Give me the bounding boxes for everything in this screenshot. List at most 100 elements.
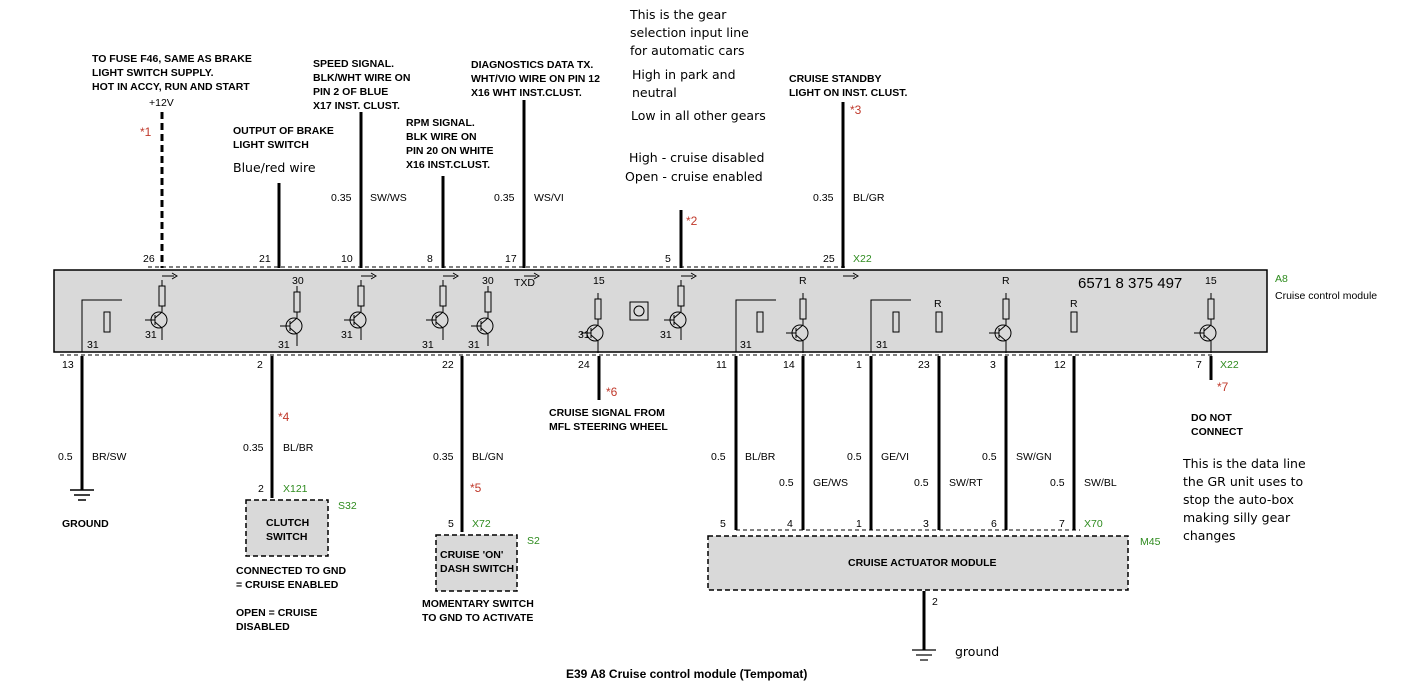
dash-switch-box [435, 534, 518, 592]
wire-gauge: 0.35 [243, 442, 264, 454]
ground-icon [912, 649, 936, 661]
actuator-pin: 6 [991, 518, 997, 530]
actuator-pin: 5 [720, 518, 726, 530]
wire-color: SW/WS [370, 192, 407, 204]
wire-gauge: 0.35 [494, 192, 515, 204]
clutch-connector: X121 [283, 483, 308, 495]
bottom-pin-number: 7 [1196, 359, 1202, 371]
wire-color: WS/VI [534, 192, 564, 204]
int-label: 30 [292, 275, 304, 287]
gear-state-line: High - cruise disabled [629, 150, 764, 165]
actuator-pin: 7 [1059, 518, 1065, 530]
top-pin-number: 5 [665, 253, 671, 265]
marker-5: *5 [470, 481, 482, 495]
actuator-pin: 3 [923, 518, 929, 530]
wire-color: BL/BR [745, 451, 776, 463]
bottom-pin-number: 24 [578, 359, 590, 371]
bottom-pin-number: 22 [442, 359, 454, 371]
clutch-tag: S32 [338, 500, 357, 512]
int-label: 31 [422, 339, 434, 351]
dash-connector: X72 [472, 518, 491, 530]
bottom-pin-number: 12 [1054, 359, 1066, 371]
wire-color: BL/BR [283, 442, 314, 454]
ground-icon [70, 489, 94, 501]
actuator-tag: M45 [1140, 536, 1161, 548]
data-line-note: making silly gear [1183, 510, 1291, 525]
int-label: 31 [278, 339, 290, 351]
pin-17-note: DIAGNOSTICS DATA TX.WHT/VIO WIRE ON PIN … [471, 59, 600, 99]
gear-state-line: Open - cruise enabled [625, 169, 763, 184]
bottom-pin-number: 3 [990, 359, 996, 371]
bottom-pin-number: 1 [856, 359, 862, 371]
clutch-switch-box [245, 499, 329, 557]
gear-state-line: Low in all other gears [631, 108, 766, 123]
wire-color: GE/VI [881, 451, 909, 463]
int-label: 31 [660, 329, 672, 341]
int-label: 15 [1205, 275, 1217, 287]
top-pin-number: 17 [505, 253, 517, 265]
int-label: 31 [468, 339, 480, 351]
wire-gauge: 0.35 [813, 192, 834, 204]
wire-gauge: 0.5 [58, 451, 73, 463]
bottom-pin-number: 2 [257, 359, 263, 371]
pin-26-supply: +12V [149, 97, 174, 109]
top-pin-number: 26 [143, 253, 155, 265]
actuator-name: CRUISE ACTUATOR MODULE [848, 557, 997, 569]
top-pin-number: 25 [823, 253, 835, 265]
wire-gauge: 0.5 [847, 451, 862, 463]
wire-color: SW/GN [1016, 451, 1052, 463]
dash-switch-name: CRUISE 'ON'DASH SWITCH [440, 549, 514, 575]
actuator-pin: 4 [787, 518, 793, 530]
clutch-note: CONNECTED TO GND= CRUISE ENABLED [236, 565, 346, 591]
wire-gauge: 0.5 [1050, 477, 1065, 489]
gear-note-line: selection input line [630, 25, 749, 40]
marker-4: *4 [278, 410, 290, 424]
int-label: 31 [876, 339, 888, 351]
int-label: 31 [740, 339, 752, 351]
marker-1: *1 [140, 125, 152, 139]
data-line-note: changes [1183, 528, 1236, 543]
actuator-box [707, 535, 1129, 591]
actuator-connector: X70 [1084, 518, 1103, 530]
module-name: Cruise control module [1275, 290, 1377, 302]
int-label: R [799, 275, 807, 287]
wire-gauge: 0.5 [779, 477, 794, 489]
marker-2: *2 [686, 214, 698, 228]
bottom-pin-number: 11 [716, 359, 727, 371]
actuator-ground-label: ground [955, 644, 999, 659]
wire-color: SW/RT [949, 477, 983, 489]
wire-gauge: 0.35 [331, 192, 352, 204]
actuator-pin: 1 [856, 518, 862, 530]
bottom-pin-number: 13 [62, 359, 74, 371]
marker-6: *6 [606, 385, 618, 399]
marker-3: *3 [850, 103, 862, 117]
wire-gauge: 0.5 [982, 451, 997, 463]
part-number: 6571 8 375 497 [1078, 275, 1182, 292]
internal-circuit-symbols [81, 272, 1217, 353]
connector-bottom-label: X22 [1220, 359, 1239, 371]
data-line-note: This is the data line [1182, 456, 1306, 471]
int-label: R [1070, 298, 1078, 310]
diagram-title: E39 A8 Cruise control module (Tempomat) [566, 667, 807, 681]
bottom-pin-number: 23 [918, 359, 930, 371]
module-box [53, 269, 1268, 353]
wire-color: BL/GR [853, 192, 885, 204]
wire-color: BL/GN [472, 451, 504, 463]
gear-note-line: This is the gear [629, 7, 727, 22]
wire-color: BR/SW [92, 451, 127, 463]
dash-pin: 5 [448, 518, 454, 530]
int-label: 15 [593, 275, 605, 287]
int-label: 31 [87, 339, 99, 351]
wire-gauge: 0.5 [711, 451, 726, 463]
gear-state-line: High in park and [632, 67, 736, 82]
txd-label: TXD [514, 277, 535, 289]
clutch-pin: 2 [258, 483, 264, 495]
